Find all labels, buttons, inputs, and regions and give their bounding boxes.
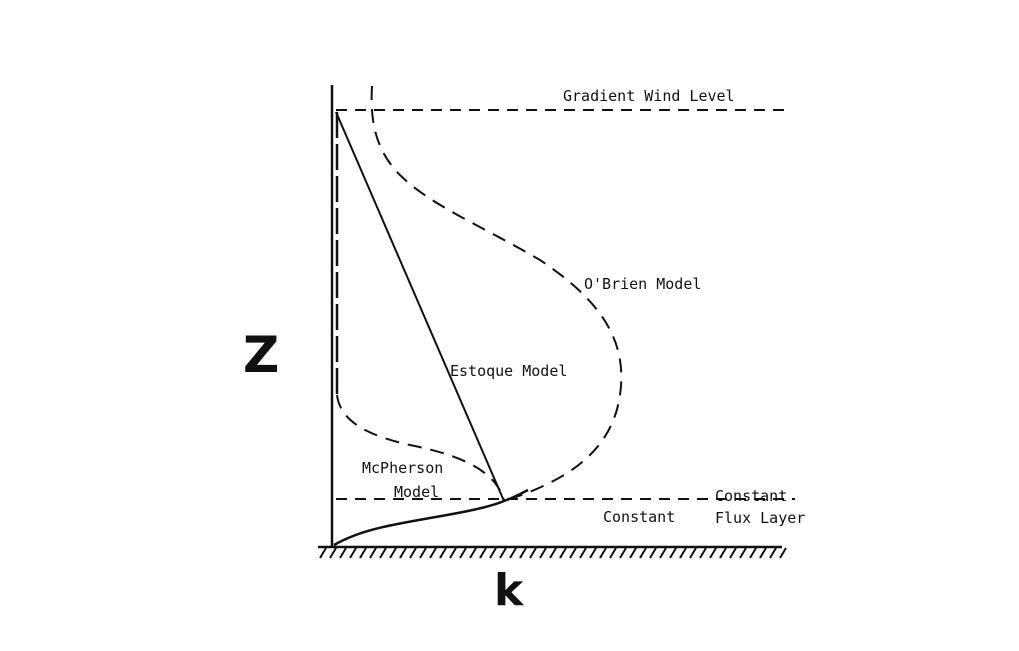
- constant-flux-label-line1: Constant: [715, 487, 787, 505]
- ground-hatch-mark: [739, 547, 747, 559]
- ground-hatch-mark: [319, 547, 327, 559]
- ground-hatch-mark: [419, 547, 427, 559]
- mcpherson-model-curve: [336, 394, 505, 501]
- ground-hatch-mark: [459, 547, 467, 559]
- ground-hatch-mark: [389, 547, 397, 559]
- ground-hatch-mark: [549, 547, 557, 559]
- ground-hatch-mark: [769, 547, 777, 559]
- constant-flux-label-line2: Flux Layer: [715, 509, 805, 527]
- ground-hatch-mark: [329, 547, 337, 559]
- ground-hatch-mark: [369, 547, 377, 559]
- k-axis-label: k: [494, 565, 525, 616]
- ground-hatch-mark: [619, 547, 627, 559]
- ground-hatch-mark: [659, 547, 667, 559]
- ground-hatch-mark: [609, 547, 617, 559]
- ground-hatch-mark: [729, 547, 737, 559]
- ground-hatch-mark: [429, 547, 437, 559]
- ground-hatch-mark: [449, 547, 457, 559]
- mcpherson-model-label-line2: Model: [394, 483, 439, 501]
- obrien-model-curve: [370, 85, 623, 502]
- constant-flux-layer-curve: [333, 488, 529, 547]
- ground-hatching: [319, 547, 787, 559]
- ground-hatch-mark: [709, 547, 717, 559]
- ground-hatch-mark: [649, 547, 657, 559]
- ground-hatch-mark: [669, 547, 677, 559]
- ground-hatch-mark: [529, 547, 537, 559]
- z-axis-label: Z: [243, 326, 279, 384]
- ground-hatch-mark: [639, 547, 647, 559]
- ground-hatch-mark: [749, 547, 757, 559]
- ground-hatch-mark: [559, 547, 567, 559]
- obrien-model-label: O'Brien Model: [584, 275, 701, 293]
- ground-hatch-mark: [589, 547, 597, 559]
- estoque-model-label: Estoque Model: [450, 362, 567, 380]
- ground-hatch-mark: [349, 547, 357, 559]
- gradient-wind-level-label: Gradient Wind Level: [563, 87, 735, 105]
- ground-hatch-mark: [539, 547, 547, 559]
- estoque-model-line: [335, 111, 505, 502]
- ground-hatch-mark: [629, 547, 637, 559]
- ground-hatch-mark: [439, 547, 447, 559]
- ground-hatch-mark: [719, 547, 727, 559]
- ground-hatch-mark: [409, 547, 417, 559]
- ground-hatch-mark: [519, 547, 527, 559]
- ground-hatch-mark: [359, 547, 367, 559]
- ground-hatch-mark: [759, 547, 767, 559]
- ground-hatch-mark: [699, 547, 707, 559]
- constant-label: Constant: [603, 508, 675, 526]
- ground-hatch-mark: [679, 547, 687, 559]
- mcpherson-model-label-line1: McPherson: [362, 459, 443, 477]
- ground-hatch-mark: [479, 547, 487, 559]
- ground-hatch-mark: [569, 547, 577, 559]
- ground-hatch-mark: [399, 547, 407, 559]
- ground-hatch-mark: [499, 547, 507, 559]
- ground-hatch-mark: [339, 547, 347, 559]
- ground-hatch-mark: [779, 547, 787, 559]
- ground-hatch-mark: [509, 547, 517, 559]
- ground-hatch-mark: [379, 547, 387, 559]
- ground-hatch-mark: [469, 547, 477, 559]
- ground-hatch-mark: [599, 547, 607, 559]
- ground-hatch-mark: [579, 547, 587, 559]
- ground-hatch-mark: [489, 547, 497, 559]
- ground-hatch-mark: [689, 547, 697, 559]
